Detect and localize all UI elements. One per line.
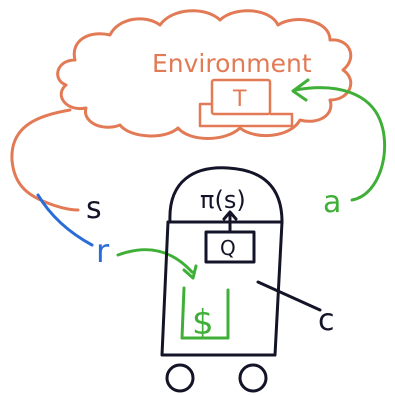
cost-label: c — [318, 303, 335, 338]
policy-label: π(s) — [200, 186, 246, 214]
robot-head — [168, 166, 284, 224]
environment-label: Environment — [152, 49, 312, 78]
q-label: Q — [220, 236, 236, 260]
action-label: a — [323, 185, 341, 220]
reward-arrow — [116, 248, 198, 280]
money-container — [180, 286, 230, 340]
action-arrow — [291, 78, 387, 202]
state-label: s — [86, 191, 102, 226]
cloud-outline — [56, 9, 353, 140]
transition-box — [198, 78, 294, 128]
reward-source-line — [36, 193, 94, 247]
robot-wheel-left — [165, 363, 195, 393]
transition-label: T — [232, 87, 247, 112]
environment-cloud — [10, 9, 353, 212]
state-arrow-path — [10, 108, 80, 212]
robot-wheel-right — [238, 363, 268, 393]
reward-label: r — [96, 232, 110, 270]
robot-body — [160, 220, 284, 357]
reward-money-icon: $ — [192, 303, 214, 343]
robot-agent — [160, 166, 322, 393]
cost-pointer — [256, 280, 322, 312]
